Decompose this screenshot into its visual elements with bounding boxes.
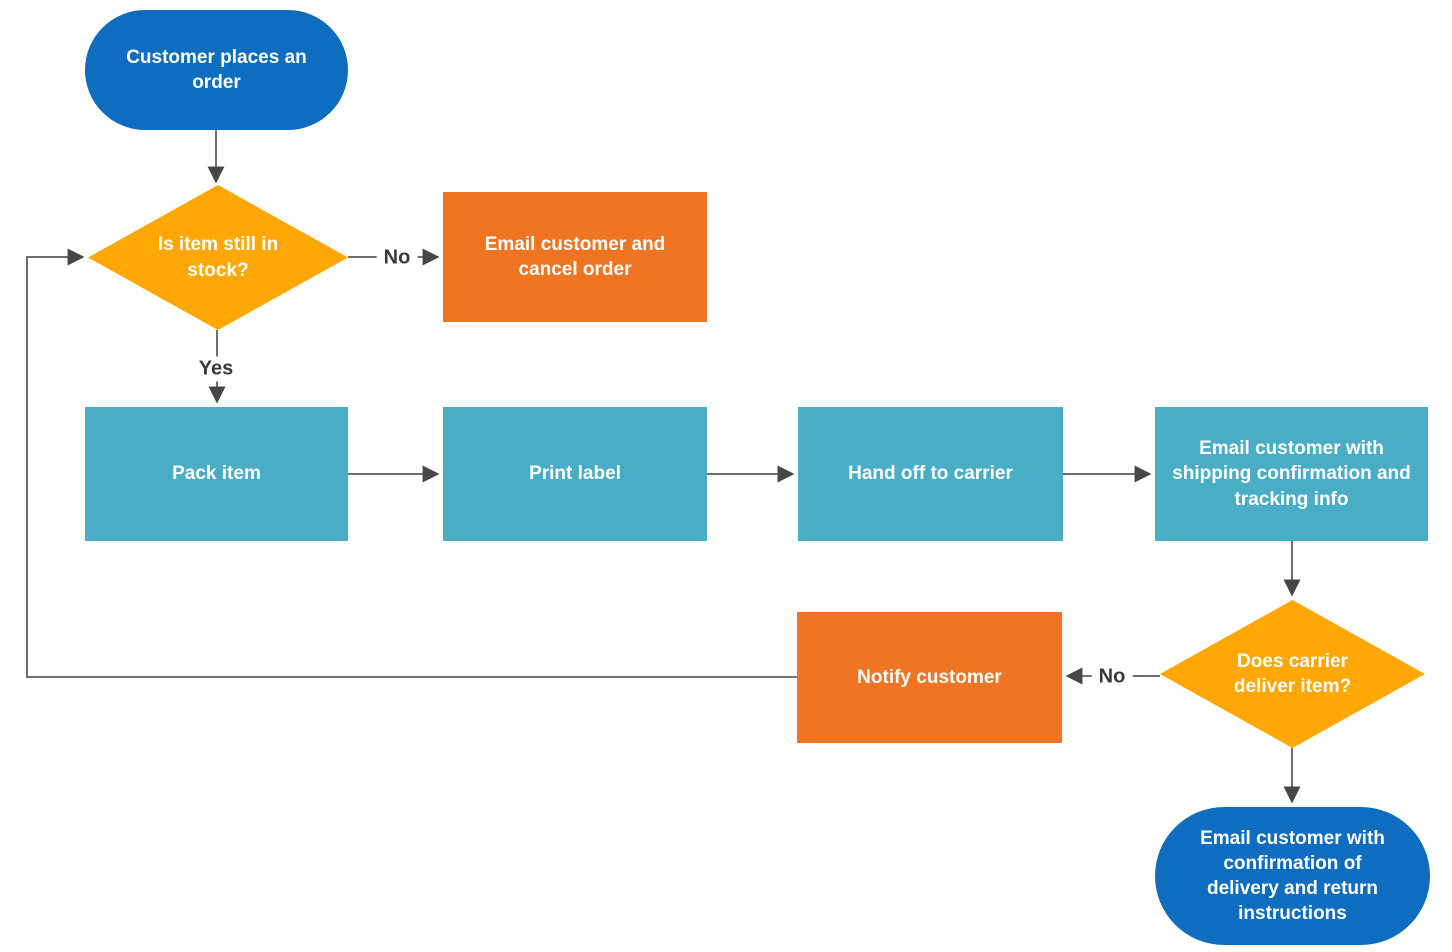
node-label: Hand off to carrier bbox=[848, 463, 1013, 485]
node-is-item-still-in-stock: Is item still in stock? bbox=[88, 185, 348, 330]
node-label: Notify customer bbox=[857, 666, 1002, 688]
edge-label-yes: Yes bbox=[191, 356, 241, 382]
node-label: Email customer with confirmation of deli… bbox=[1200, 827, 1385, 925]
node-pack-item: Pack item bbox=[85, 407, 348, 541]
node-label: Email customer and cancel order bbox=[484, 233, 666, 280]
node-does-carrier-deliver-item: Does carrier deliver item? bbox=[1160, 600, 1425, 748]
node-hand-off-to-carrier: Hand off to carrier bbox=[798, 407, 1063, 541]
node-label: Email customer with shipping confirmatio… bbox=[1172, 438, 1411, 510]
node-email-customer-and-cancel-order: Email customer and cancel order bbox=[443, 192, 707, 322]
node-label: Print label bbox=[529, 463, 621, 485]
node-label: Is item still in stock? bbox=[157, 234, 279, 281]
edge-label-no: No bbox=[376, 245, 418, 271]
node-email-shipping-confirmation: Email customer with shipping confirmatio… bbox=[1155, 407, 1428, 541]
node-label: Pack item bbox=[172, 463, 261, 485]
edge-label-no: No bbox=[1091, 664, 1133, 690]
node-customer-places-order: Customer places an order bbox=[85, 10, 348, 130]
node-email-delivery-confirmation: Email customer with confirmation of deli… bbox=[1155, 807, 1430, 945]
node-label: Customer places an order bbox=[126, 46, 307, 93]
node-notify-customer: Notify customer bbox=[797, 612, 1062, 743]
node-print-label: Print label bbox=[443, 407, 707, 541]
node-label: Does carrier deliver item? bbox=[1233, 650, 1352, 697]
